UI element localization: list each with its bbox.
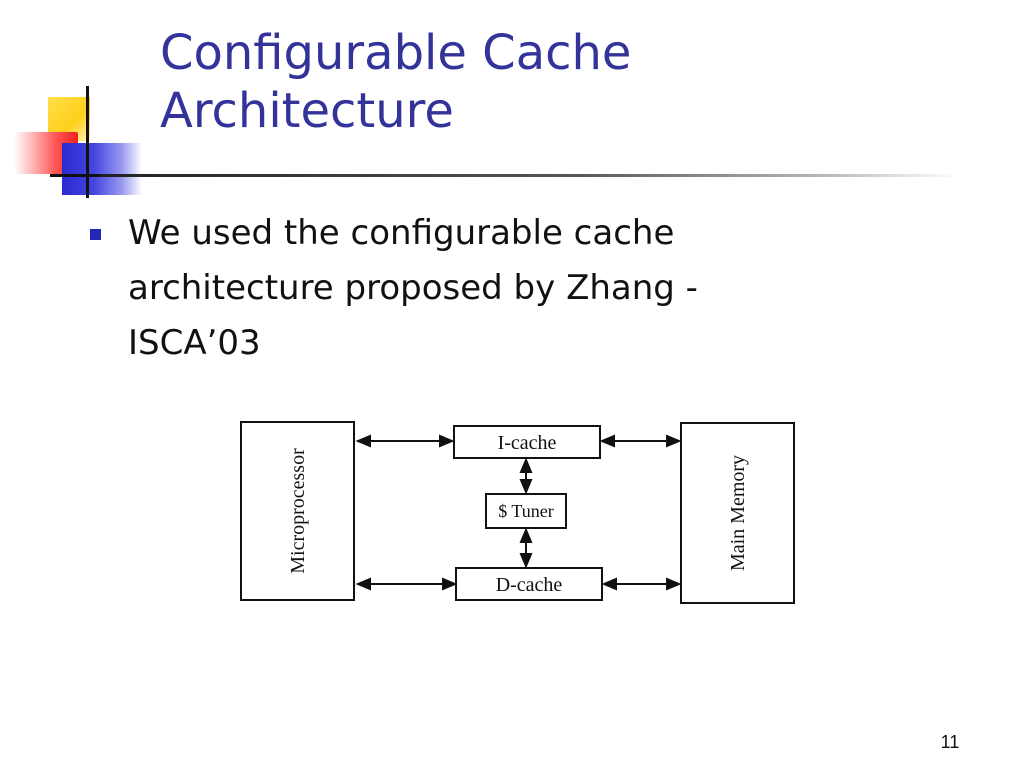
- slide-title: Configurable Cache Architecture: [160, 24, 980, 140]
- arrow-icache-tuner: [519, 457, 533, 495]
- microprocessor-label: Microprocessor: [287, 448, 309, 574]
- cache-architecture-diagram: I-cache $ Tuner D-cache Microprocessor M…: [240, 421, 795, 604]
- i-cache-box: [453, 425, 601, 459]
- main-memory-box: [680, 422, 795, 604]
- bullet-text-line-3: ISCA’03: [128, 323, 261, 363]
- title-divider: [100, 174, 960, 177]
- slide-number: 11: [940, 732, 960, 752]
- main-memory-label: Main Memory: [727, 455, 749, 571]
- arrow-icache-main-memory: [599, 434, 682, 448]
- logo-blue-square: [62, 143, 142, 195]
- tuner-label: $ Tuner: [498, 501, 554, 521]
- d-cache-label: D-cache: [496, 574, 563, 596]
- microprocessor-box: [240, 421, 355, 601]
- arrow-microprocessor-icache: [355, 434, 455, 448]
- slide-title-line-1: Configurable Cache: [160, 25, 632, 81]
- slide-title-line-2: Architecture: [160, 83, 454, 139]
- bullet-text: We used the configurable cache architect…: [128, 206, 848, 371]
- logo-vertical-line: [86, 86, 89, 198]
- arrow-dcache-main-memory: [601, 577, 682, 591]
- bullet-text-line-1: We used the configurable cache: [128, 213, 675, 253]
- arrow-tuner-dcache: [519, 527, 533, 569]
- i-cache-label: I-cache: [498, 432, 557, 454]
- slide-logo: [0, 0, 160, 200]
- bullet-text-line-2: architecture proposed by Zhang -: [128, 268, 698, 308]
- bullet-square-icon: [90, 229, 101, 240]
- arrow-microprocessor-dcache: [355, 577, 458, 591]
